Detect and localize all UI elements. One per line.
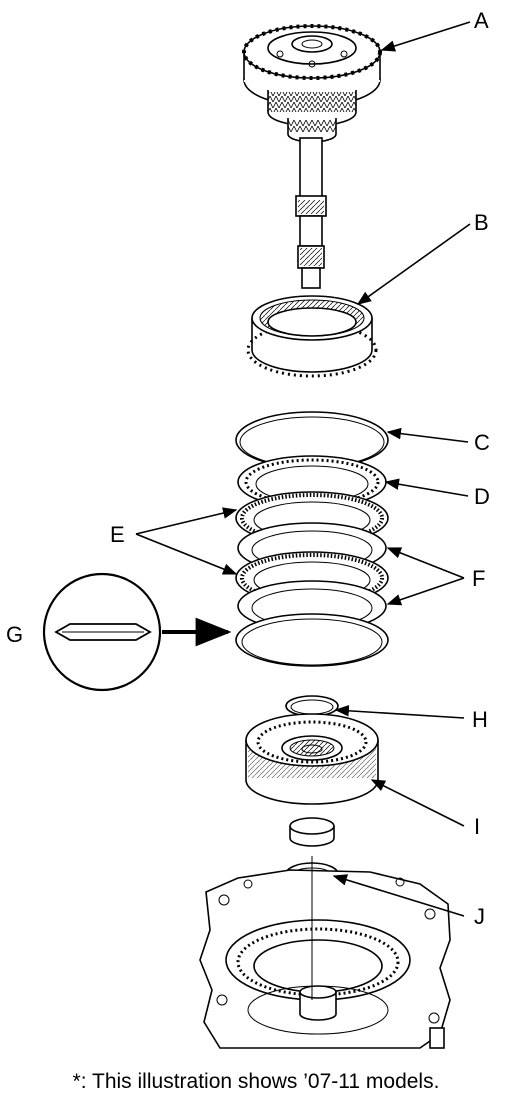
callout-i: I (474, 814, 480, 839)
callout-g: G (6, 622, 23, 647)
part-b-ring-gear (246, 295, 378, 378)
callout-c: C (474, 430, 490, 455)
part-g-detail-view (42, 572, 232, 692)
footnote: *: This illustration shows ’07-11 models… (72, 1070, 440, 1093)
part-a-gear-carrier (242, 24, 382, 289)
callout-j: J (474, 904, 485, 929)
part-i-clutch-drum (245, 713, 379, 805)
transmission-housing (199, 869, 451, 1049)
seal-ring (289, 817, 335, 847)
callout-h: H (472, 707, 488, 732)
callout-d: D (474, 484, 490, 509)
part-h-circlip (285, 695, 339, 717)
callout-b: B (474, 210, 489, 235)
leader-lines (135, 21, 471, 917)
callout-a: A (474, 8, 489, 33)
callout-f: F (472, 566, 485, 591)
callout-e: E (110, 522, 125, 547)
clutch-pack (235, 411, 389, 667)
